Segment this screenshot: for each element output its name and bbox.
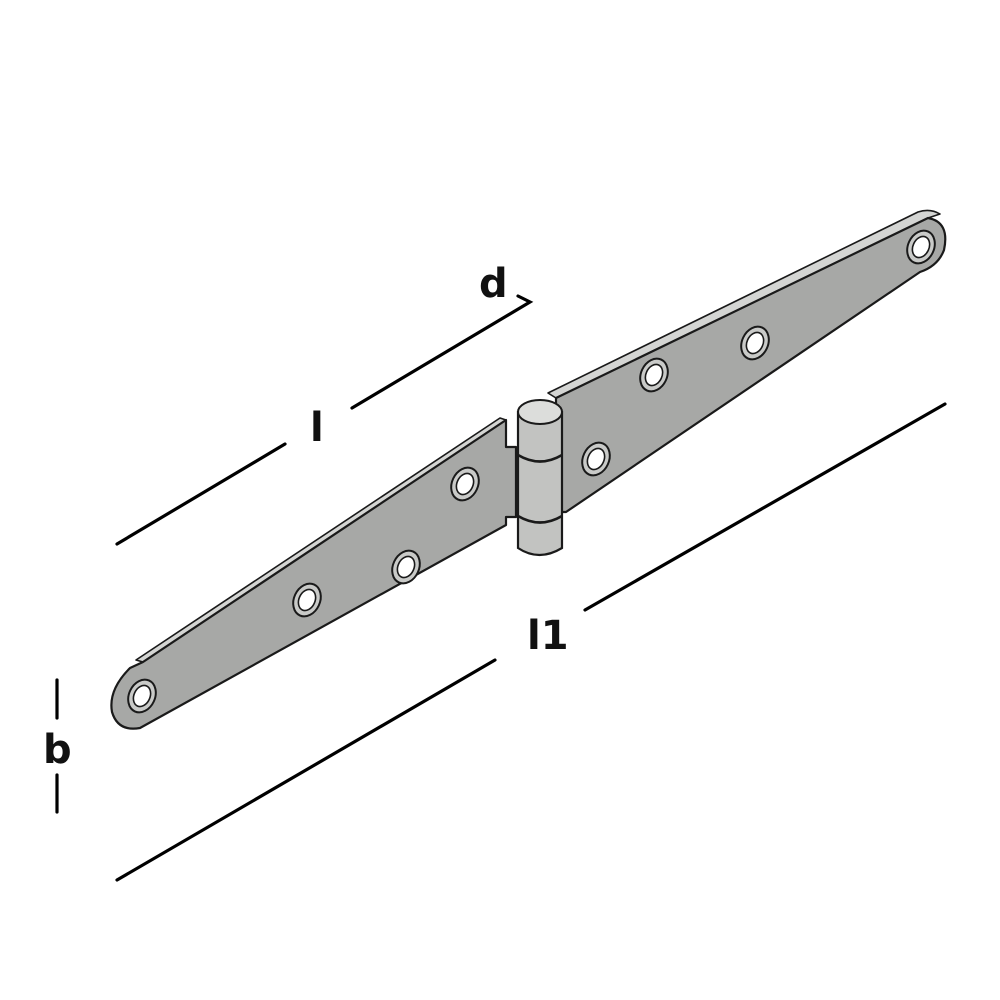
label-l: l: [310, 405, 324, 451]
right-leaf: [547, 209, 947, 514]
right-leaf-top-edge: [547, 209, 941, 399]
l1-dimension-line-left: [115, 658, 497, 882]
l-dimension-line-left: [115, 442, 287, 546]
label-d: d: [479, 261, 508, 307]
knuckle-joint-lower: [517, 514, 563, 524]
hole-icon: [745, 331, 765, 355]
label-b: b: [43, 727, 72, 773]
d-dimension-line: [350, 294, 534, 410]
hinge-knuckle: [516, 399, 564, 557]
label-l1: l1: [527, 613, 569, 659]
hole-icon: [644, 363, 664, 387]
hole-icon: [586, 447, 606, 471]
left-leaf-face: [110, 418, 518, 730]
dimension-l1: [115, 402, 947, 882]
hole-icon: [396, 555, 416, 579]
knuckle-joint-upper: [517, 453, 563, 463]
knuckle-top: [517, 399, 563, 425]
left-leaf-holes: [127, 466, 480, 714]
hole-icon: [911, 235, 931, 259]
l1-dimension-line-right: [583, 402, 947, 612]
knuckle-barrel: [516, 410, 564, 557]
right-leaf-face: [554, 216, 947, 514]
dimension-d: [350, 294, 534, 410]
hole-icon: [132, 684, 152, 708]
left-leaf: [110, 417, 518, 730]
dimension-l: [115, 442, 287, 546]
hole-icon: [297, 588, 317, 612]
right-leaf-holes: [581, 229, 936, 477]
hole-icon: [455, 472, 475, 496]
